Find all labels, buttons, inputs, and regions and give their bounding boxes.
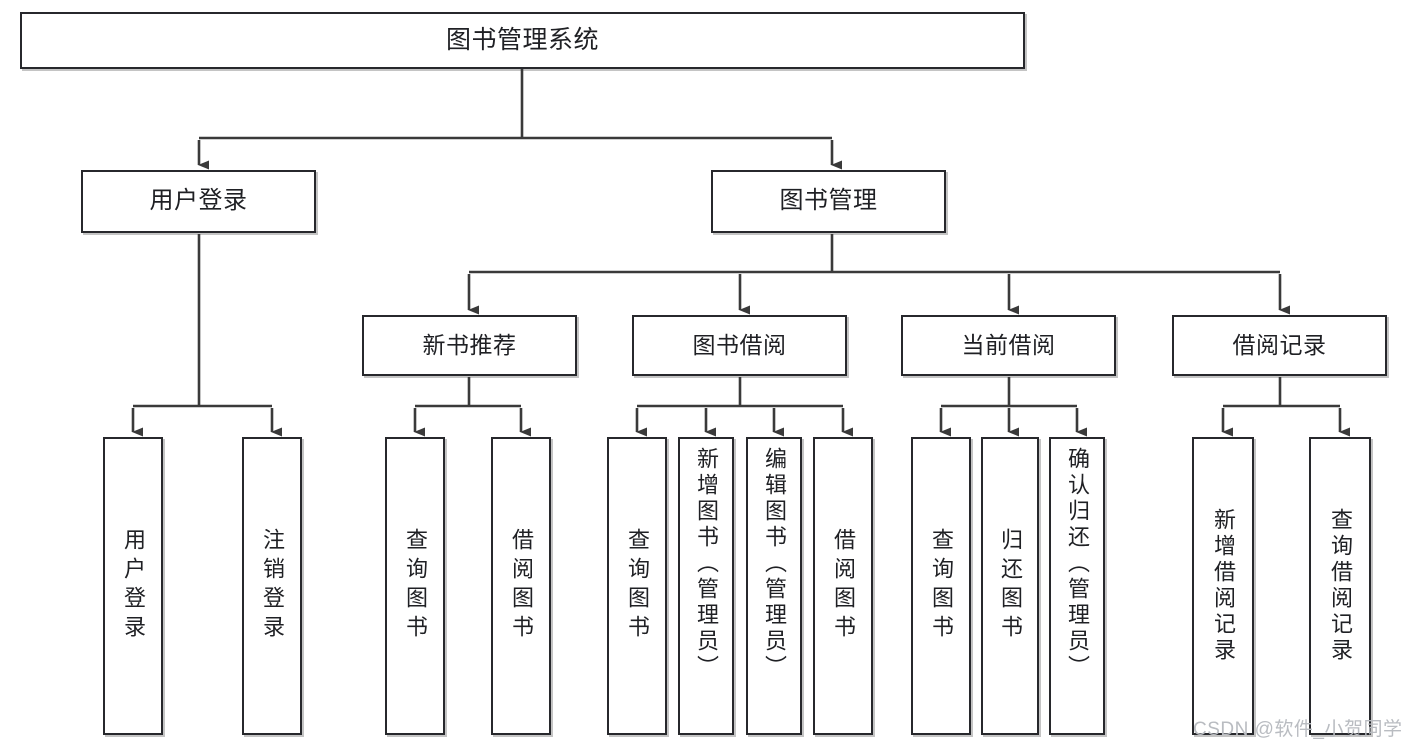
node-label: 新增图书（管理员） xyxy=(694,447,719,681)
node-user-login[interactable]: 用户登录 xyxy=(81,170,316,233)
node-leaf-add-book[interactable]: 新增图书（管理员） xyxy=(678,437,734,735)
node-leaf-confirm-return[interactable]: 确认归还（管理员） xyxy=(1049,437,1105,735)
node-label: 新增借阅记录 xyxy=(1211,508,1236,664)
node-label: 当前借阅 xyxy=(961,331,1056,358)
node-borrow-record[interactable]: 借阅记录 xyxy=(1172,315,1387,376)
node-book-borrow[interactable]: 图书借阅 xyxy=(632,315,847,376)
node-leaf-user-login[interactable]: 用户登录 xyxy=(103,437,163,735)
node-label: 借阅图书 xyxy=(831,528,856,644)
node-label: 借阅记录 xyxy=(1232,331,1327,358)
node-leaf-query-book-2[interactable]: 查询图书 xyxy=(607,437,667,735)
node-label: 查询图书 xyxy=(929,528,954,644)
node-label: 查询借阅记录 xyxy=(1328,508,1353,664)
csdn-watermark: CSDN @软件_小贺同学 xyxy=(1193,719,1403,740)
node-leaf-query-book-1[interactable]: 查询图书 xyxy=(385,437,445,735)
node-new-book-recommend[interactable]: 新书推荐 xyxy=(362,315,577,376)
node-label: 查询图书 xyxy=(403,528,428,644)
node-label: 查询图书 xyxy=(625,528,650,644)
node-label: 用户登录 xyxy=(149,187,248,215)
node-label: 确认归还（管理员） xyxy=(1065,447,1090,681)
node-leaf-query-borrow-record[interactable]: 查询借阅记录 xyxy=(1309,437,1371,735)
node-label: 借阅图书 xyxy=(509,528,534,644)
node-leaf-borrow-book-2[interactable]: 借阅图书 xyxy=(813,437,873,735)
node-label: 归还图书 xyxy=(998,528,1023,644)
node-label: 用户登录 xyxy=(121,528,146,644)
node-leaf-query-book-3[interactable]: 查询图书 xyxy=(911,437,971,735)
node-label: 编辑图书（管理员） xyxy=(762,447,787,681)
node-leaf-add-borrow-record[interactable]: 新增借阅记录 xyxy=(1192,437,1254,735)
node-label: 图书管理 xyxy=(779,187,878,215)
node-leaf-logout-login[interactable]: 注销登录 xyxy=(242,437,302,735)
node-leaf-return-book[interactable]: 归还图书 xyxy=(981,437,1039,735)
node-current-borrow[interactable]: 当前借阅 xyxy=(901,315,1116,376)
node-leaf-borrow-book-1[interactable]: 借阅图书 xyxy=(491,437,551,735)
node-label: 图书管理系统 xyxy=(445,25,599,54)
node-book-management[interactable]: 图书管理 xyxy=(711,170,946,233)
node-label: 图书借阅 xyxy=(692,331,787,358)
node-leaf-edit-book[interactable]: 编辑图书（管理员） xyxy=(746,437,802,735)
node-root-book-management-system[interactable]: 图书管理系统 xyxy=(20,12,1025,69)
node-label: 注销登录 xyxy=(260,528,285,644)
node-label: 新书推荐 xyxy=(422,331,517,358)
